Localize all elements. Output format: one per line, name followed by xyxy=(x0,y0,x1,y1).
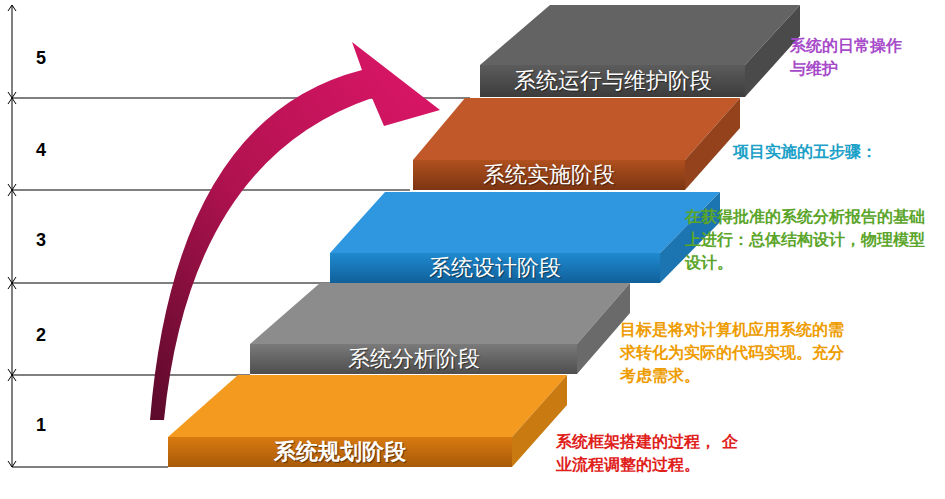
stage-step: 系统分析阶段 xyxy=(250,344,577,374)
stage-step: 系统实施阶段 xyxy=(413,160,685,190)
stage-note: 系统框架搭建的过程， 企业流程调整的过程。 xyxy=(556,430,741,476)
stage-title: 系统规划阶段 xyxy=(274,437,406,467)
stage-step: 系统运行与维护阶段 xyxy=(480,65,745,97)
step-slab xyxy=(250,283,630,374)
callout-number: 5 xyxy=(36,48,46,69)
stage-title: 系统分析阶段 xyxy=(348,344,480,374)
step-slab xyxy=(480,5,800,97)
stage-note: 目标是将对计算机应用系统的需求转化为实际的代码实现。充分考虑需求。 xyxy=(620,318,855,388)
callout-number: 3 xyxy=(36,230,46,251)
stage-note: 系统的日常操作与维护 xyxy=(790,34,902,80)
stage-step: 系统设计阶段 xyxy=(330,253,660,283)
callout-number: 4 xyxy=(36,140,46,161)
stage-title: 系统运行与维护阶段 xyxy=(514,66,712,96)
stage-title: 系统实施阶段 xyxy=(483,160,615,190)
step-slab xyxy=(168,375,567,467)
callout-number: 2 xyxy=(36,325,46,346)
stage-note: 项目实施的五步骤： xyxy=(733,140,933,163)
step-slab xyxy=(413,98,740,190)
callout-number: 1 xyxy=(36,415,46,436)
stage-note: 在获得批准的系统分析报告的基础上进行：总体结构设计，物理模型设计。 xyxy=(685,205,930,275)
stage-step: 系统规划阶段 xyxy=(168,437,512,467)
step-slab xyxy=(330,192,720,283)
stage-title: 系统设计阶段 xyxy=(429,253,561,283)
